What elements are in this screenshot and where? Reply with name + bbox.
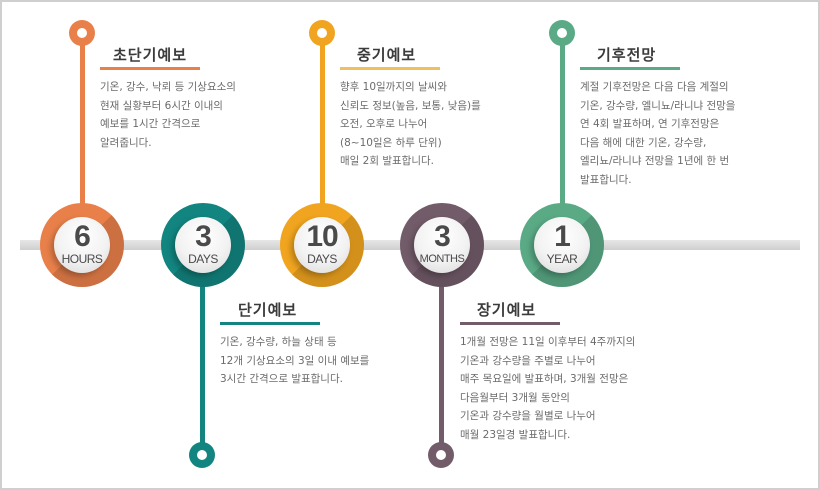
- stem: [320, 40, 325, 210]
- pin-icon: [69, 20, 95, 46]
- period-number: 3: [434, 220, 451, 253]
- title-underline: [460, 322, 560, 325]
- item-title: 초단기예보: [113, 46, 188, 64]
- period-unit: HOURS: [61, 252, 103, 266]
- item-title: 단기예보: [238, 301, 298, 319]
- title-underline: [100, 67, 200, 70]
- item-description: 계절 기후전망은 다음 다음 계절의 기온, 강수량, 엘니뇨/라니냐 전망을 …: [580, 81, 736, 186]
- period-unit: YEAR: [546, 252, 578, 266]
- period-badge: 3 MONTHS: [400, 203, 484, 287]
- stem: [200, 280, 205, 450]
- period-badge: 6 HOURS: [40, 203, 124, 287]
- pin-icon: [549, 20, 575, 46]
- title-underline: [340, 67, 440, 70]
- stem: [439, 280, 444, 450]
- pin-icon: [189, 442, 215, 468]
- pin-icon: [428, 442, 454, 468]
- title-underline: [580, 67, 680, 70]
- period-badge: 10 DAYS: [280, 203, 364, 287]
- period-number: 3: [195, 220, 212, 253]
- item-description: 기온, 강수, 낙뢰 등 기상요소의 현재 실황부터 6시간 이내의 예보를 1…: [100, 81, 236, 149]
- period-number: 10: [306, 220, 338, 253]
- pin-icon: [309, 20, 335, 46]
- item-title: 장기예보: [477, 301, 537, 319]
- item-description: 기온, 강수량, 하늘 상태 등 12개 기상요소의 3일 이내 예보를 3시간…: [220, 336, 370, 385]
- period-unit: MONTHS: [419, 253, 465, 265]
- period-number: 1: [554, 220, 571, 253]
- title-underline: [220, 322, 320, 325]
- stem: [80, 40, 85, 210]
- item-title: 중기예보: [357, 46, 417, 64]
- period-unit: DAYS: [188, 252, 218, 266]
- period-unit: DAYS: [307, 252, 337, 266]
- item-description: 향후 10일까지의 날씨와 신뢰도 정보(높음, 보통, 낮음)를 오전, 오후…: [340, 81, 481, 167]
- period-badge: 3 DAYS: [161, 203, 245, 287]
- period-number: 6: [74, 220, 91, 253]
- stem: [560, 40, 565, 210]
- item-title: 기후전망: [597, 46, 657, 64]
- item-description: 1개월 전망은 11일 이후부터 4주까지의 기온과 강수량을 주별로 나누어 …: [460, 336, 636, 441]
- period-badge: 1 YEAR: [520, 203, 604, 287]
